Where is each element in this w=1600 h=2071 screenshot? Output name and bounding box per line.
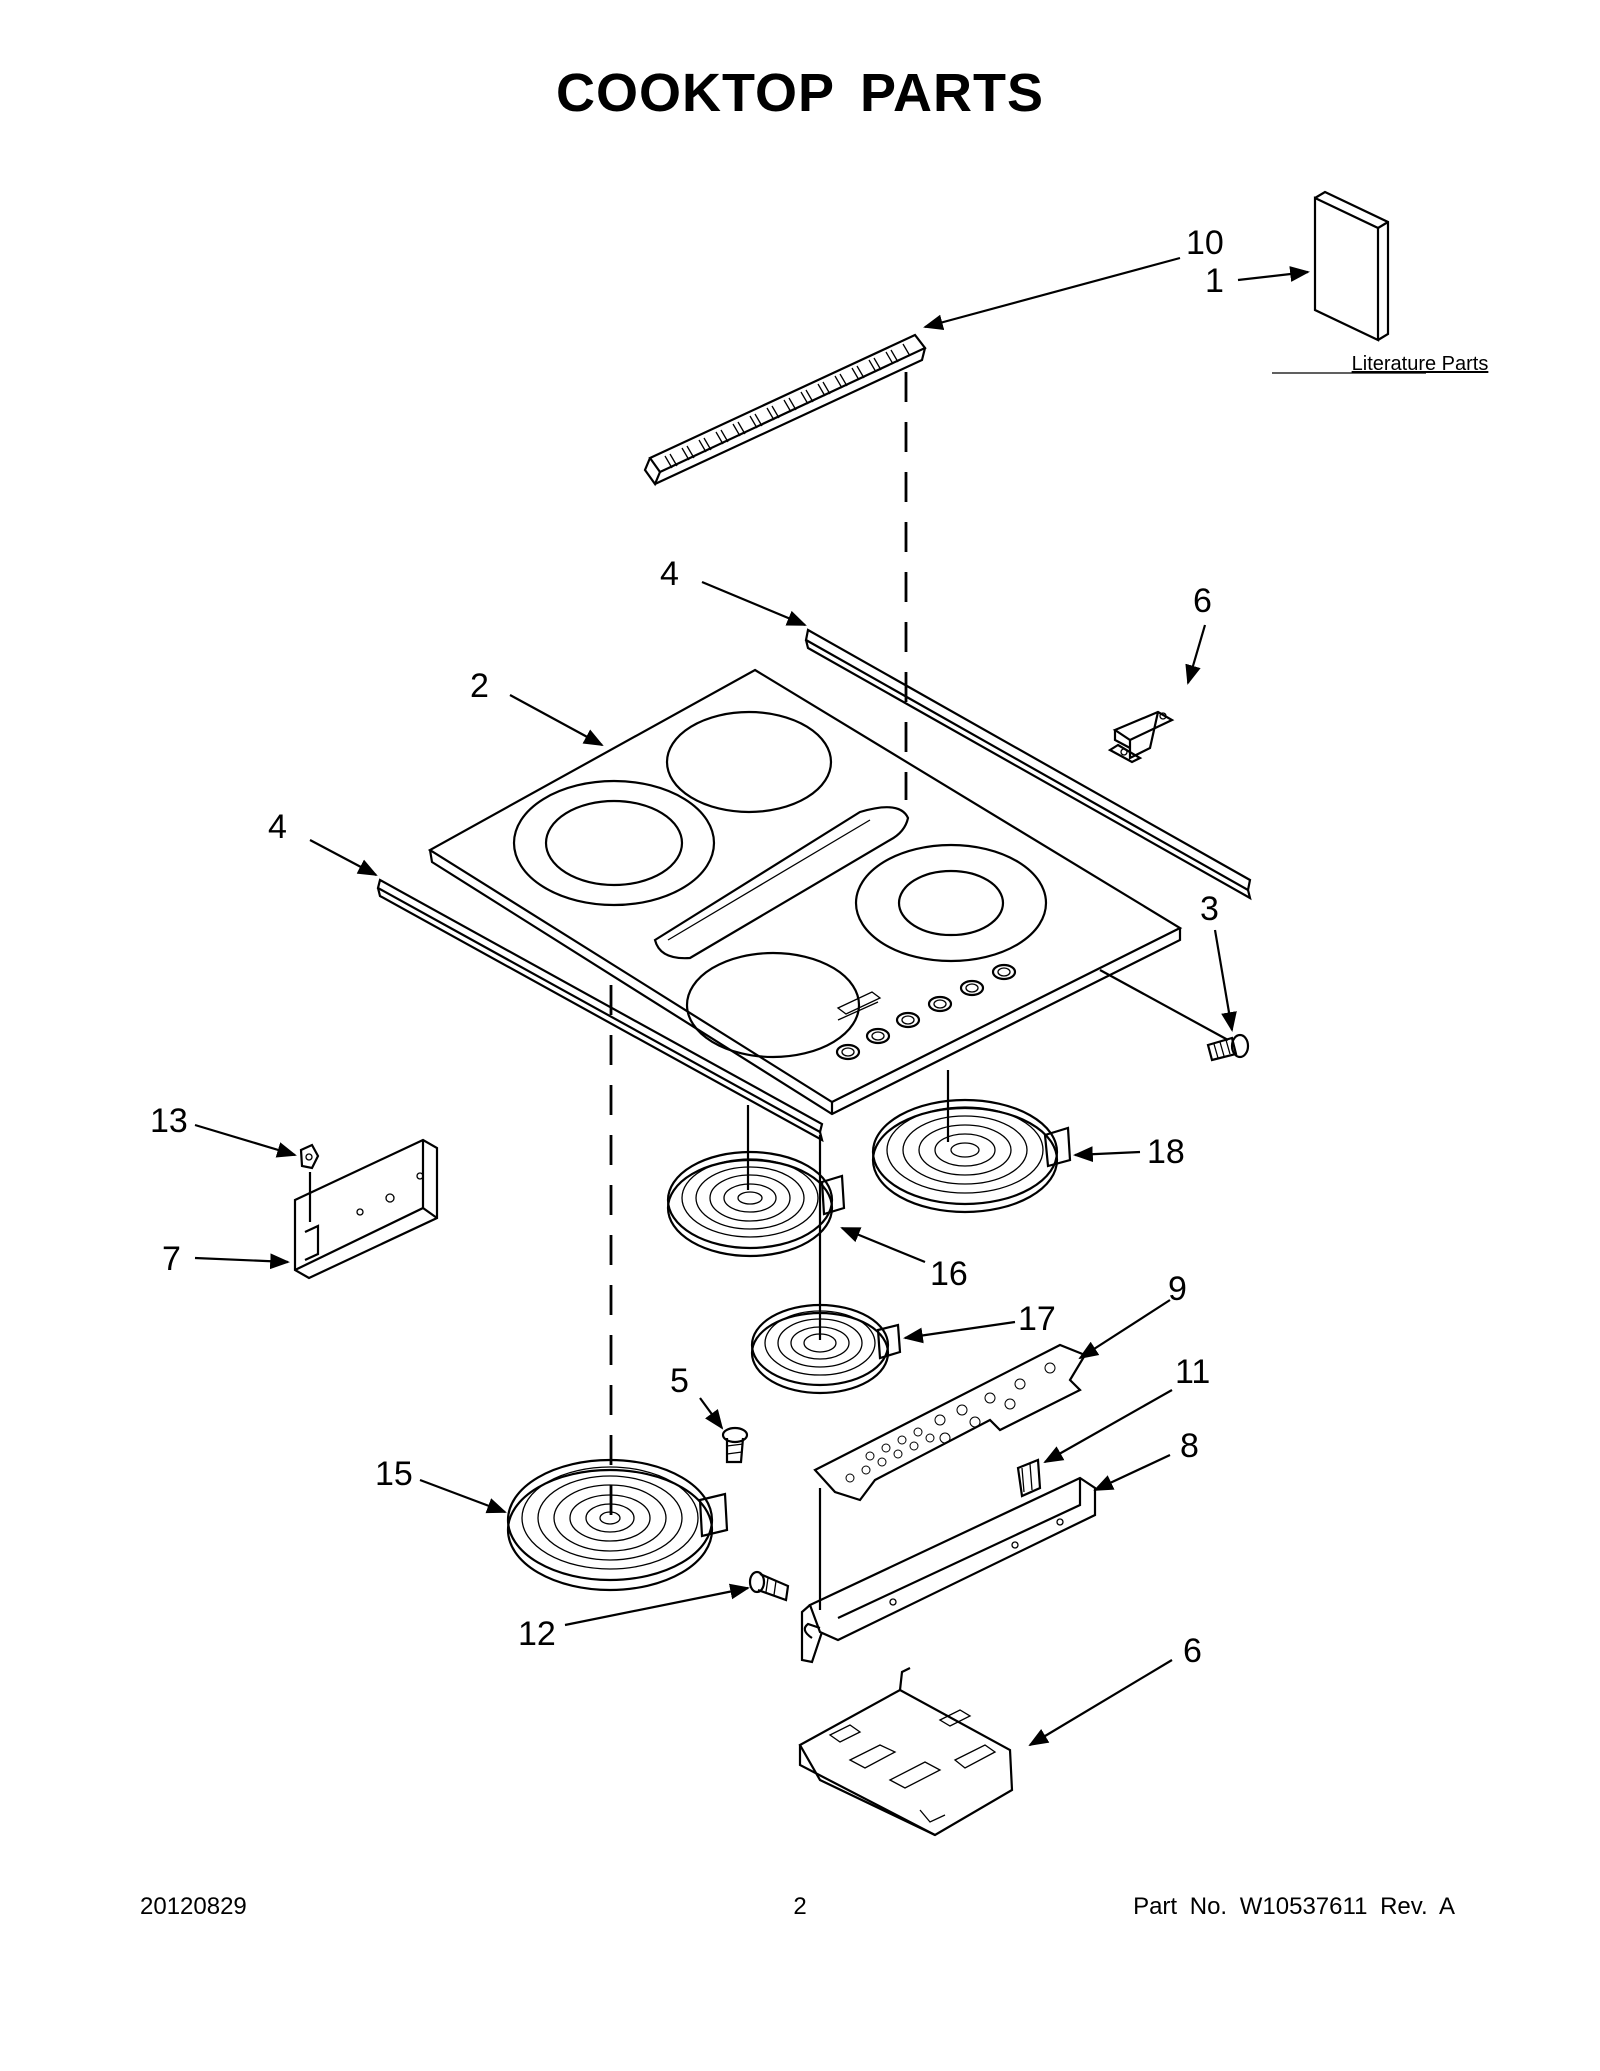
electronic-control-box — [798, 1667, 1014, 1837]
connector-11 — [1016, 1458, 1042, 1498]
callout-5: 6 — [1183, 1632, 1202, 1670]
screw-3 — [1206, 1033, 1250, 1062]
clip-bracket — [1107, 710, 1175, 764]
side-bracket — [293, 1138, 439, 1280]
control-board — [813, 1343, 1087, 1502]
callout-11: 11 — [1175, 1353, 1210, 1391]
page-title: COOKTOP PARTS — [555, 63, 1045, 123]
cooktop-glass — [427, 668, 1183, 1116]
callout-4-left: 4 — [268, 808, 287, 846]
leader-arrows — [194, 256, 1310, 1747]
callout-12: 10 — [1186, 224, 1224, 262]
screw-6 — [721, 1426, 749, 1464]
callout-18: 18 — [1147, 1133, 1185, 1171]
callout-16: 16 — [930, 1255, 968, 1293]
literature-booklet — [1313, 190, 1390, 342]
callout-15: 15 — [375, 1455, 413, 1493]
footer-date-code: 20120829 — [140, 1893, 247, 1920]
heating-element-15 — [506, 1458, 729, 1592]
vent-grille — [643, 333, 927, 487]
callout-14: 13 — [150, 1102, 188, 1140]
callout-3: 3 — [1200, 890, 1219, 928]
control-mounting-bracket — [800, 1476, 1097, 1664]
heating-element-17 — [750, 1303, 902, 1395]
callout-9: 7 — [162, 1240, 181, 1278]
footer-part-number: Part No. W10537611 Rev. A — [1133, 1893, 1455, 1920]
callout-2: 2 — [470, 667, 489, 705]
callout-7: 6 — [1193, 582, 1212, 620]
callout-10: 9 — [1168, 1270, 1187, 1308]
heating-element-16 — [666, 1150, 846, 1258]
callout-6: 5 — [670, 1362, 689, 1400]
trim-strip-right — [804, 628, 1252, 901]
bracket-clip — [299, 1143, 320, 1170]
literature-parts-label: Literature Parts — [1352, 353, 1489, 375]
callout-1: 1 — [1205, 262, 1224, 300]
callout-4-right: 4 — [660, 555, 679, 593]
callout-17: 17 — [1018, 1300, 1056, 1338]
screw-13 — [748, 1570, 790, 1602]
screw-3-leader — [1099, 969, 1229, 1041]
footer-page-number: 2 — [793, 1893, 807, 1920]
heating-element-18 — [871, 1098, 1072, 1214]
callout-13: 12 — [518, 1615, 556, 1653]
callout-8: 8 — [1180, 1427, 1199, 1465]
